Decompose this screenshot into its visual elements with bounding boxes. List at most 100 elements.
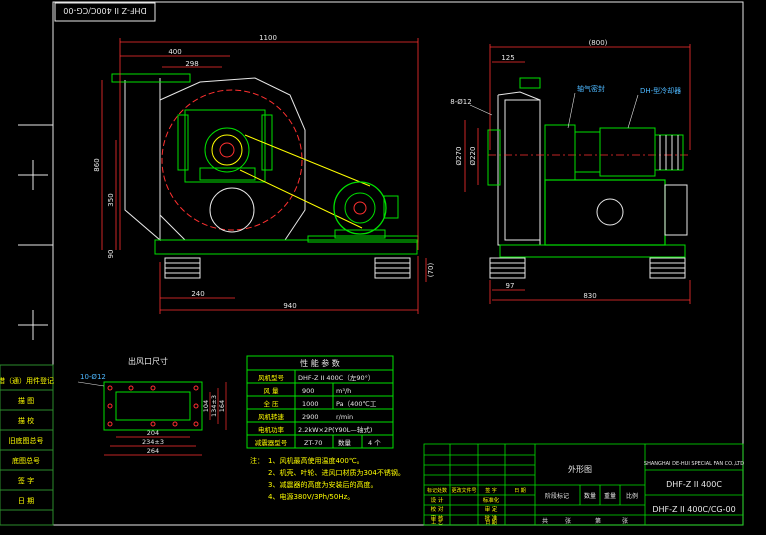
note-1: 2、机壳、叶轮、进风口材质为304不锈钢。	[268, 468, 405, 477]
left-label-2: 描 校	[18, 416, 34, 425]
tb-role2-2: 批 准	[485, 514, 498, 522]
perf-value-0: DHF-Z II 400C（左90°）	[298, 373, 374, 382]
tb-stage-1: 数量	[584, 492, 596, 500]
side-dim-labels: (800) 125 8-Ø12 Ø270 Ø220 97 830	[450, 39, 607, 300]
motor-mount	[334, 229, 386, 239]
perf-extra-5: 4 个	[368, 439, 381, 447]
title-block-text: 外形图 SHANGHAI DE-HUI SPECIAL FAN CO.,LTD …	[427, 461, 744, 526]
side-leaders	[469, 92, 639, 129]
drawing-border	[52, 1, 744, 526]
front-dimensions	[101, 38, 427, 314]
perf-label-5: 减震器型号	[255, 438, 288, 447]
tb-sheet-0: 共	[542, 517, 548, 525]
motor-inner	[344, 192, 376, 224]
dim-base-offset: 97	[506, 282, 515, 290]
note-0: 1、风机最高使用温度400℃。	[268, 456, 364, 465]
perf-title: 性 能 参 数	[300, 358, 340, 368]
tb-role-3: 工 艺	[431, 520, 443, 526]
tb-role-0: 设 计	[431, 496, 444, 504]
dim-flange-offset: 125	[501, 54, 514, 62]
left-label-6: 日 期	[18, 497, 34, 505]
front-view	[111, 73, 419, 279]
bearing-outer	[204, 127, 250, 173]
outlet-hole-label: 10-Ø12	[80, 373, 106, 381]
left-register-panel	[0, 364, 54, 526]
dim-flange-d2: Ø220	[469, 147, 477, 166]
side-cooler	[599, 127, 656, 177]
tb-stage-3: 比例	[626, 492, 638, 500]
impeller-circle	[161, 89, 303, 231]
tb-drawing-name: 外形图	[568, 464, 592, 474]
outlet-dim-inner-w: 204	[147, 429, 159, 437]
dim-outlet-inner: 298	[185, 60, 198, 68]
outlet-dim-labels: 204 234±3 264 104 134±3 164	[142, 395, 226, 455]
motor-terminal	[383, 195, 399, 219]
dim-left-offset: 240	[191, 290, 204, 298]
crosshair-marks	[18, 124, 53, 340]
side-bearing-housing	[544, 124, 576, 181]
outlet-inner-opening	[115, 391, 191, 421]
note-2: 3、减震器的高度为安装后的高度。	[268, 480, 377, 489]
motor-base-rail	[307, 235, 419, 243]
tb-sheet-1: 张	[565, 517, 571, 525]
side-dimensions	[464, 44, 691, 304]
outlet-section: 出风口尺寸 10-Ø12 204 234±3 264 104 134±3 164	[77, 356, 227, 456]
note-3: 4、电源380V/3Ph/50Hz。	[268, 492, 354, 501]
title-block	[423, 443, 744, 526]
outlet-dim-outer-w: 264	[147, 447, 159, 455]
side-motor-end	[664, 184, 688, 236]
notes: 注： 1、风机最高使用温度400℃。 2、机壳、叶轮、进风口材质为304不锈钢。…	[250, 456, 405, 501]
left-label-0: 借（通）用件登记	[0, 376, 54, 385]
dim-overall-width: 1100	[259, 34, 277, 42]
perf-label-0: 风机型号	[258, 373, 285, 382]
side-pulley-grooves	[659, 135, 679, 170]
side-callouts: 轴气密封 DH-型冷却器	[577, 84, 681, 95]
dim-total-height: 860	[93, 158, 101, 171]
tb-model: DHF-Z II 400C	[666, 480, 722, 489]
side-pulley	[654, 134, 684, 171]
motor-shaft	[353, 201, 367, 215]
callout-seal: 轴气密封	[577, 84, 605, 93]
tb-sign-1: 更改文件号	[451, 487, 476, 494]
dim-outlet-width: 400	[168, 48, 181, 56]
left-label-1: 描 图	[18, 396, 34, 405]
dim-base-length: 940	[283, 302, 296, 310]
side-scroll	[504, 99, 541, 241]
belt-upper	[244, 134, 371, 187]
bearing-right-plate	[261, 114, 273, 171]
tb-role2-1: 审 定	[485, 505, 498, 513]
dim-base-height: 90	[107, 250, 115, 259]
bearing-frame	[184, 109, 266, 183]
outlet-outer-flange	[103, 381, 203, 431]
perf-label-3: 风机转速	[258, 412, 285, 421]
outlet-section-title: 出风口尺寸	[128, 356, 168, 366]
base-frame	[154, 239, 418, 255]
tb-role2-0: 标准化	[483, 496, 500, 504]
tb-sheet-3: 张	[622, 517, 628, 525]
tb-sheet-2: 第	[595, 517, 601, 525]
performance-rows: 风机型号 DHF-Z II 400C（左90°） 风 量 900 m³/h 全 …	[255, 373, 381, 447]
tb-sign-0: 标记处数	[427, 487, 447, 494]
tb-code: DHF-Z II 400C/CG-00	[652, 505, 735, 514]
bearing-left-plate	[177, 114, 189, 171]
perf-unit-2: Pa（400℃工	[336, 400, 377, 408]
side-dampers	[489, 257, 686, 279]
outlet-dim-inner-h: 104	[202, 400, 210, 412]
performance-table: 性 能 参 数	[246, 355, 394, 449]
tb-role-1: 校 对	[431, 505, 444, 513]
side-casing	[497, 91, 541, 246]
side-motor	[544, 179, 666, 246]
tb-company: SHANGHAI DE-HUI SPECIAL FAN CO.,LTD	[644, 461, 744, 467]
inlet-circle	[209, 187, 255, 233]
left-register-labels: 借（通）用件登记 描 图 描 校 旧底图总号 底图总号 签 字 日 期	[0, 376, 54, 505]
perf-label-4: 电机功率	[258, 425, 285, 434]
perf-value-5: ZT-70	[304, 439, 322, 447]
perf-value-3: 2900	[302, 413, 319, 421]
tb-stage-2: 重量	[604, 492, 616, 500]
outlet-dim-pitch-h: 134±3	[210, 395, 218, 417]
front-dampers	[164, 257, 411, 279]
left-label-3: 旧底图总号	[9, 436, 44, 445]
outlet-holes	[107, 385, 199, 427]
perf-value-4: 2.2kW×2P(Y90L—轴式)	[298, 425, 372, 434]
perf-unit-3: r/min	[336, 413, 353, 421]
